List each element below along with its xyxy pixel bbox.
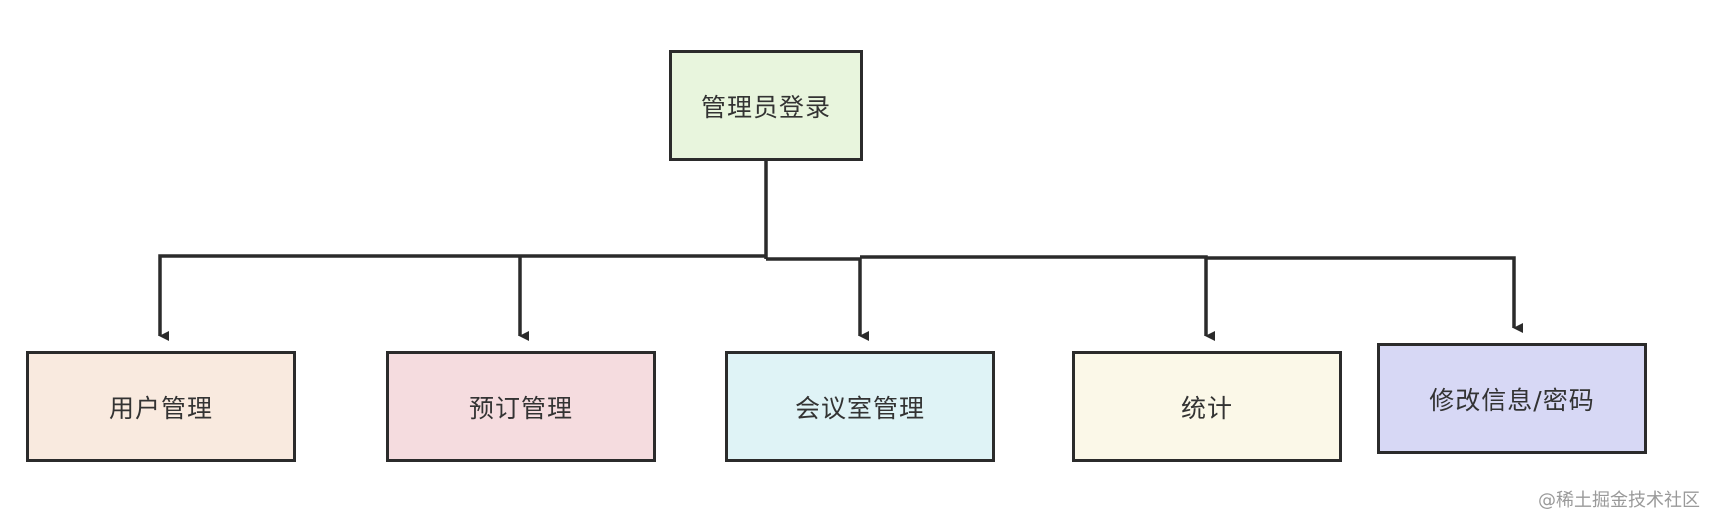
- node-booking-management-label: 预订管理: [468, 393, 573, 423]
- node-user-management-label: 用户管理: [108, 393, 213, 423]
- node-change-info-password-label: 修改信息/密码: [1429, 385, 1595, 415]
- watermark: @稀土掘金技术社区: [1538, 490, 1700, 511]
- connector-to-statistics: [860, 255, 1215, 341]
- node-meeting-room-management: 会议室管理: [725, 351, 995, 462]
- connector-to-room-mgmt: [766, 257, 869, 341]
- connector-to-change-password: [1206, 256, 1523, 333]
- node-admin-login-label: 管理员登录: [700, 92, 831, 122]
- node-admin-login: 管理员登录: [669, 50, 863, 161]
- node-statistics: 统计: [1072, 351, 1342, 462]
- node-change-info-password: 修改信息/密码: [1377, 343, 1647, 454]
- node-user-management: 用户管理: [26, 351, 296, 462]
- node-statistics-label: 统计: [1180, 393, 1233, 423]
- connector-to-user-mgmt: [158, 254, 766, 341]
- node-meeting-room-management-label: 会议室管理: [794, 393, 925, 423]
- node-booking-management: 预订管理: [386, 351, 656, 462]
